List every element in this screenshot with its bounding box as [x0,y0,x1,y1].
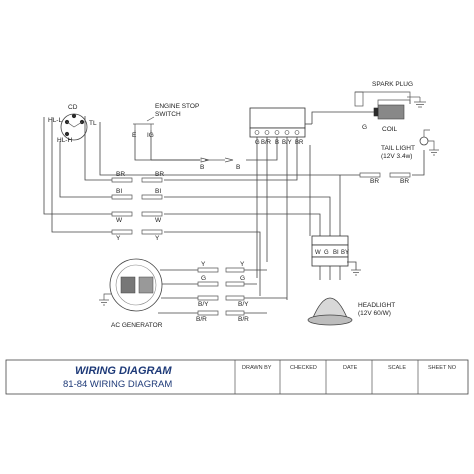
coil-g-terminal-label: G [362,124,367,131]
headlight-terminal-w: W [315,250,321,256]
headlight-terminal-bi: BI [333,250,339,256]
block-terminal-br: B/R [261,140,272,146]
switch-ig-label: IG [147,132,154,139]
title-block-title: WIRING DIAGRAM [75,365,172,377]
wire-label-bi-1: BI [116,188,122,195]
tail-light: TAIL LIGHT (12V 3.4w) [381,129,439,160]
engine-stop-switch: ENGINE STOP SWITCH E IG [132,103,199,139]
wiring-harness: B B BR BR BI BI W W Y Y BR BR [43,116,425,300]
tail-light-ground-icon [429,149,439,156]
headlight-ground-icon [351,269,361,276]
ac-generator-label: AC GENERATOR [111,322,163,329]
ignition-block: G B/R B B/Y BR [249,107,312,146]
title-block: WIRING DIAGRAM 81-84 WIRING DIAGRAM DRAW… [5,359,469,395]
headlight-label-1: HEADLIGHT [358,302,395,309]
switch-tl-label: TL [89,120,97,127]
title-block-subtitle: 81-84 WIRING DIAGRAM [63,379,172,390]
wire-label-y-gen-2: Y [240,261,245,268]
engine-stop-label-2: SWITCH [155,111,181,118]
tail-light-label-1: TAIL LIGHT [381,145,415,152]
generator-coil-1 [120,276,136,294]
header-drawn-by: DRAWN BY [242,365,272,371]
wire-label-y-1: Y [116,235,121,242]
title-block-frame [5,359,469,395]
switch-e-label: E [132,132,137,139]
wire-label-br-gen-2: B/R [238,316,249,323]
generator-coil-2 [138,276,154,294]
switch-hl-h-label: HL-H [57,137,72,144]
header-date: DATE [343,365,358,371]
ac-generator: AC GENERATOR Y Y G G B/Y B/Y B/R B/R [99,258,287,329]
wire-label-by-gen-1: B/Y [198,301,209,308]
switch-cd-label: CD [68,104,78,111]
wire-label-br-gen-1: B/R [196,316,207,323]
wire-label-y-gen-1: Y [201,261,206,268]
wire-label-b-2: B [236,164,240,171]
wire-label-by-gen-2: B/Y [238,301,249,308]
light-switch: CD HL-L TL HL-H [48,104,97,144]
coil-body [377,104,405,120]
header-sheet-no: SHEET NO [428,365,457,371]
headlight-terminal-g: G [324,250,329,256]
wire-label-b-1: B [200,164,204,171]
generator-housing [109,258,163,312]
wire-label-br-1: BR [116,171,125,178]
wire-label-br-tail-1: BR [370,178,379,185]
coil-wire [311,111,374,124]
header-scale: SCALE [388,365,406,371]
ignition-unit-box [249,107,306,129]
header-checked: CHECKED [290,365,317,371]
switch-hl-l-label: HL-L [48,117,62,124]
headlight-connector-top [311,235,349,246]
headlight-label-2: (12V 60/W) [358,310,391,317]
wire-label-w-2: W [155,217,162,224]
block-terminal-g: G [255,140,260,146]
wire-label-g-gen-2: G [240,275,245,282]
wire-label-br-tail-2: BR [400,178,409,185]
generator-ground-icon [99,299,109,306]
coil-label: COIL [382,126,398,133]
headlight-connector-bottom [311,256,349,267]
wire-label-g-gen-1: G [201,275,206,282]
engine-stop-label-1: ENGINE STOP [155,103,199,110]
block-terminal-brown: BR [295,140,304,146]
tail-light-bulb-icon [419,136,429,146]
coil-terminal [373,107,379,117]
wire-label-w-1: W [116,217,123,224]
tail-light-label-2: (12V 3.4w) [381,153,412,160]
spark-plug-cap [354,91,364,107]
wire-label-br-2: BR [155,171,164,178]
wire-label-y-2: Y [155,235,160,242]
headlight: W G BI BY HEADLIGHT (12V 60/W) [307,235,395,326]
spark-plug-label: SPARK PLUG [372,81,413,88]
spark-plug-group: SPARK PLUG COIL G [311,81,426,133]
wire-label-bi-2: BI [155,188,161,195]
ground-icon [414,101,426,108]
headlight-terminal-by: BY [341,250,349,256]
